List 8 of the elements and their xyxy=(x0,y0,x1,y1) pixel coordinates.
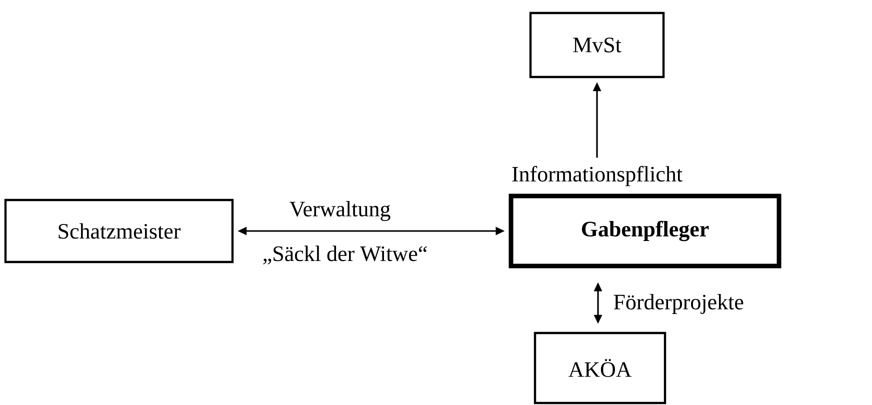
process-box: MvSt xyxy=(529,12,665,78)
edge-label: Informationspflicht xyxy=(512,166,682,186)
process-box: Gabenpfleger xyxy=(508,194,782,268)
process-box: AKÖA xyxy=(534,332,666,404)
text-label: „Säckl der Witwe“ xyxy=(263,246,427,264)
edge-label: Förderprojekte xyxy=(614,294,744,314)
process-box: Schatzmeister xyxy=(4,198,234,264)
edge-label: Verwaltung xyxy=(290,201,390,222)
